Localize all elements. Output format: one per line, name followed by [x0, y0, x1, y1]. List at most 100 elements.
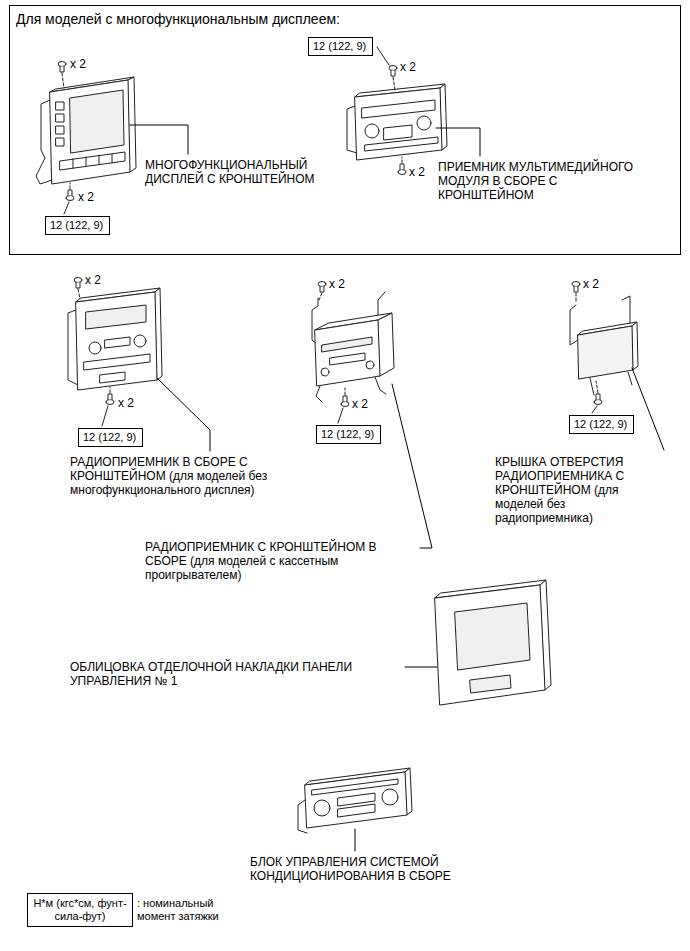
bolt [318, 282, 326, 293]
quantity-label: x 2 [78, 190, 94, 204]
radio-display [86, 305, 146, 329]
bolt-shank [68, 190, 72, 196]
cover-panel [578, 326, 633, 379]
box-text: 12 (122, 9) [574, 418, 629, 431]
bolt-head [594, 400, 602, 405]
torque-leader [377, 47, 389, 65]
box-text: Н*м (кгс*см, фунт-сила-фут) [31, 897, 129, 923]
bolt-path [576, 293, 577, 302]
bolt [341, 396, 349, 407]
bolt-shank [320, 287, 324, 293]
bolt-path [62, 73, 64, 88]
receiver-face [355, 88, 442, 160]
bolt [74, 278, 82, 289]
bolt [106, 394, 114, 405]
bolt-head [74, 278, 82, 283]
section-heading: Для моделей с многофункциональным диспле… [16, 11, 674, 28]
cassette-knob [366, 361, 374, 369]
ac-knob [382, 789, 398, 805]
torque-box: 12 (122, 9) [78, 428, 143, 447]
bolt-path [596, 381, 598, 393]
box-text: 12 (122, 9) [50, 219, 105, 232]
bolt-head [341, 402, 349, 407]
bolt-head [318, 282, 326, 287]
ac-face [305, 772, 407, 828]
bolt-shank [76, 283, 80, 289]
part-leader [355, 829, 356, 851]
bolt-path [70, 183, 71, 189]
part-name: БЛОК УПРАВЛЕНИЯ СИСТЕМОЙ КОНДИЦИОНИРОВАН… [250, 855, 500, 883]
radio-face [76, 292, 157, 390]
radio-knob [134, 335, 146, 347]
radio-knob [89, 342, 101, 354]
bolt-path [345, 388, 346, 395]
bezel-opening [455, 603, 530, 670]
legend-item: : номинальный момент затяжки [137, 897, 252, 923]
display-screen [70, 90, 124, 153]
bolt [58, 62, 66, 73]
bolt-shank [596, 394, 600, 400]
torque-leader [102, 406, 108, 426]
bolt-shank [391, 71, 395, 77]
torque-leader [592, 406, 597, 413]
cassette-side [378, 313, 394, 376]
display-face [50, 80, 130, 184]
bolt-shank [343, 396, 347, 402]
bolt-path [402, 157, 403, 163]
display-buttons [56, 102, 125, 170]
part-name: ОБЛИЦОВКА ОТДЕЛОЧНОЙ НАКЛАДКИ ПАНЕЛИ УПР… [70, 660, 400, 688]
torque-box: 12 (122, 9) [316, 425, 381, 444]
part-name: КРЫШКА ОТВЕРСТИЯ РАДИОПРИЕМНИКА С КРОНШТ… [495, 455, 655, 525]
part-leader [157, 378, 210, 451]
bolt [398, 164, 406, 175]
bolt-head [58, 62, 66, 67]
bolt [389, 66, 397, 77]
cassette-face [315, 320, 380, 386]
receiver-buttons [362, 100, 438, 151]
bolt [594, 394, 602, 405]
bolt-path [319, 293, 322, 300]
part-leader [130, 125, 188, 154]
quantity-label: x 2 [70, 57, 86, 71]
cassette-slot [322, 337, 372, 352]
torque-box: 12 (122, 9) [308, 37, 373, 56]
bolt-path [393, 77, 395, 90]
quantity-label: x 2 [329, 277, 345, 291]
quantity-label: x 2 [352, 397, 368, 411]
box-text: 12 (122, 9) [83, 431, 138, 444]
torque-box: 12 (122, 9) [569, 415, 634, 434]
bolt-head [389, 66, 397, 71]
part-name: ПРИЕМНИК МУЛЬТИМЕДИЙНОГО МОДУЛЯ В СБОРЕ … [438, 160, 653, 202]
bolt-shank [574, 287, 578, 293]
legend-box: Н*м (кгс*см, фунт-сила-фут) [27, 893, 133, 927]
part-name: МНОГОФУНКЦИОНАЛЬНЫЙ ДИСПЛЕЙ С КРОНШТЕЙНО… [145, 158, 325, 186]
receiver-knob [365, 124, 379, 138]
bolt-shank [60, 67, 64, 73]
quantity-label: x 2 [85, 273, 101, 287]
radio-buttons [84, 337, 150, 383]
frame-panel: Для моделей с многофункциональным диспле… [9, 5, 681, 255]
bolt [66, 190, 74, 201]
torque-leader [338, 408, 343, 423]
bolt-path [110, 387, 111, 393]
quantity-label: x 2 [583, 277, 599, 291]
cassette-buttons [330, 353, 365, 365]
box-text: 12 (122, 9) [313, 40, 368, 53]
bolt-shank [108, 394, 112, 400]
quantity-label: x 2 [400, 60, 416, 74]
torque-leader [64, 202, 69, 214]
bolt-head [398, 170, 406, 175]
bolt-shank [400, 164, 404, 170]
part-leader [632, 368, 664, 450]
part-leader [436, 128, 480, 156]
box-text: 12 (122, 9) [321, 428, 376, 441]
legend-text: : номинальный момент затяжки [137, 897, 219, 922]
part-leader [392, 384, 432, 548]
part-name: РАДИОПРИЕМНИК С КРОНШТЕЙНОМ В СБОРЕ (для… [145, 540, 415, 582]
display-bracket [36, 100, 52, 184]
quantity-label: x 2 [118, 396, 134, 410]
ac-buttons [312, 779, 398, 817]
bolt [572, 282, 580, 293]
bezel-slot [470, 675, 511, 693]
quantity-label: x 2 [409, 165, 425, 179]
